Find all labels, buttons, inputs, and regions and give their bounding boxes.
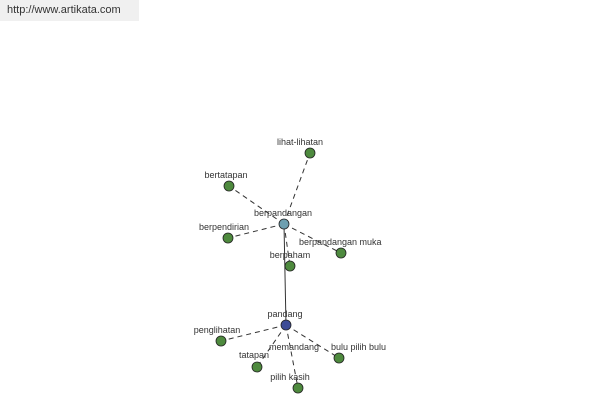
edge-pandang-bulu-pilih-bulu	[285, 324, 340, 359]
leaf-node-berpandangan-muka[interactable]	[335, 247, 347, 259]
edges-layer	[220, 152, 342, 389]
leaf-node-bertatapan[interactable]	[223, 180, 235, 192]
label-berpandangan-muka[interactable]: berpandangan muka	[299, 237, 382, 247]
leaf-node-pilih-kasih[interactable]	[292, 382, 304, 394]
url-watermark-text: http://www.artikata.com	[7, 4, 121, 16]
leaf-node-berpendirian[interactable]	[222, 232, 234, 244]
hub-node-berpandangan[interactable]	[278, 218, 290, 230]
hub-node-pandang[interactable]	[280, 319, 292, 331]
edge-berpandangan-berpandangan-muka	[283, 223, 342, 254]
edge-berpandangan-bertatapan	[228, 185, 285, 225]
label-pandang[interactable]: pandang	[267, 309, 302, 319]
edge-pandang-berpandangan	[283, 223, 287, 326]
edge-berpandangan-berpaham	[283, 223, 291, 267]
leaf-node-tatapan[interactable]	[251, 361, 263, 373]
label-bertatapan[interactable]: bertatapan	[204, 170, 247, 180]
label-lihat-lihatan[interactable]: lihat-lihatan	[277, 137, 323, 147]
edge-pandang-pilih-kasih	[285, 324, 299, 389]
label-bulu-pilih-bulu[interactable]: bulu pilih bulu	[331, 342, 386, 352]
leaf-node-berpaham[interactable]	[284, 260, 296, 272]
label-memandang[interactable]: memandang	[269, 342, 319, 352]
label-berpaham[interactable]: berpaham	[270, 250, 311, 260]
edge-berpandangan-berpendirian	[227, 223, 285, 239]
leaf-node-bulu-pilih-bulu[interactable]	[333, 352, 345, 364]
label-penglihatan[interactable]: penglihatan	[194, 325, 241, 335]
nodes-layer	[215, 147, 347, 394]
labels-layer: pandang berpandangan lihat-lihatan bertatap…	[194, 137, 386, 382]
leaf-node-penglihatan[interactable]	[215, 335, 227, 347]
label-tatapan[interactable]: tatapan	[239, 350, 269, 360]
label-pilih-kasih[interactable]: pilih kasih	[270, 372, 310, 382]
edge-berpandangan-lihat-lihatan	[283, 152, 311, 225]
leaf-node-lihat-lihatan[interactable]	[304, 147, 316, 159]
url-watermark-bar: http://www.artikata.com	[0, 0, 139, 21]
label-berpandangan[interactable]: berpandangan	[254, 208, 312, 218]
edge-pandang-penglihatan	[220, 324, 287, 342]
label-berpendirian[interactable]: berpendirian	[199, 222, 249, 232]
